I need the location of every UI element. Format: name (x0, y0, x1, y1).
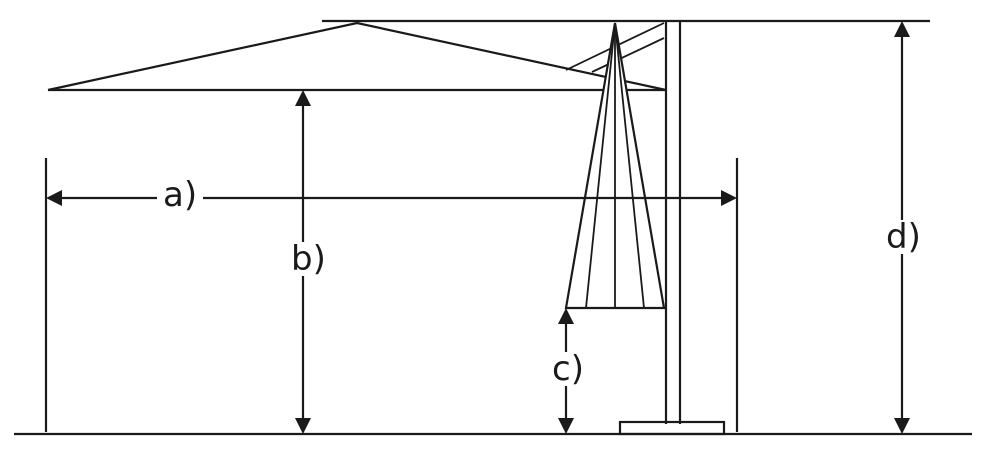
dimension-d-label: d) (880, 220, 927, 254)
open-canopy (47, 21, 667, 92)
dimension-c-label: c) (546, 352, 590, 386)
dimension-b-label: b) (285, 242, 332, 276)
mast-pole (664, 21, 682, 424)
dimension-a-label: a) (157, 178, 204, 212)
base-plate (618, 420, 726, 436)
closed-canopy (564, 22, 666, 310)
